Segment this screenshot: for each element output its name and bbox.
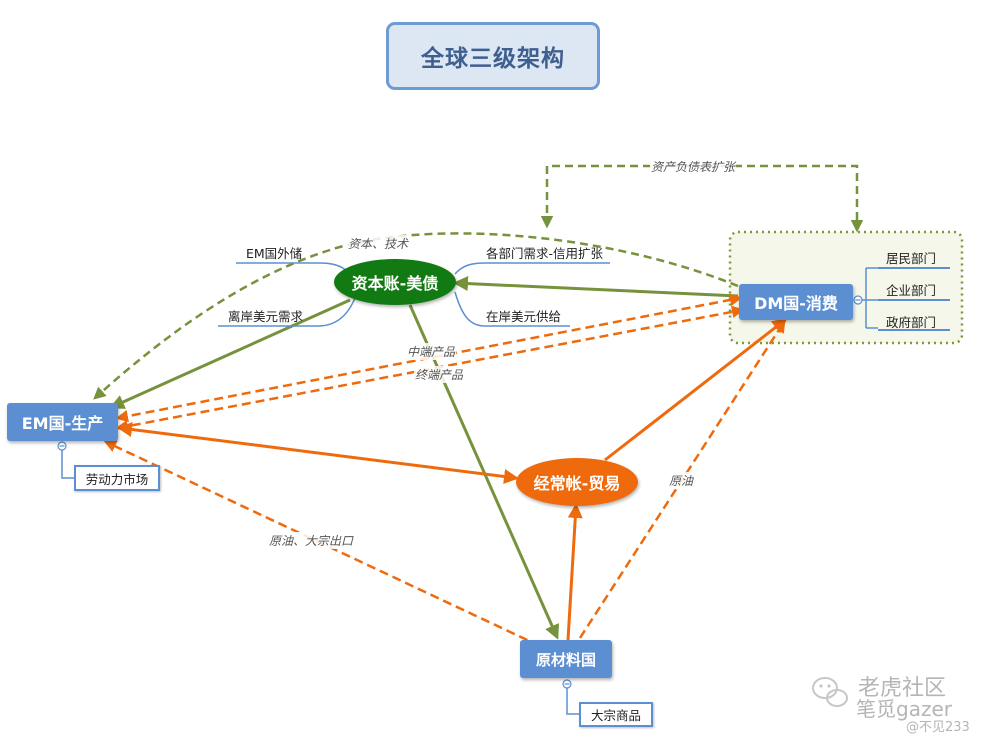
edge-balance-sheet [540,164,864,233]
dm-sector-government: 政府部门 [886,315,937,330]
edge-dm-to-capital [453,276,739,298]
edge-em-current-account [117,422,519,484]
leaf-onshore-usd-supply: 在岸美元供给 [486,309,562,324]
label-final-products: 终端产品 [414,366,465,383]
edge-raw-to-current [566,503,583,641]
node-current-account[interactable]: 经常帐-贸易 [516,458,638,506]
leaf-sector-demand-credit: 各部门需求-信用扩张 [486,246,604,261]
page-title: 全球三级架构 [386,22,600,90]
leaf-line-em-reserves [236,262,353,279]
label-capital-technology: 资本、技术 [347,235,410,252]
label-crude-oil: 原油 [668,472,695,489]
watermark-line-2: 笔觅gazer [856,697,952,721]
wechat-icon [812,677,848,707]
leaf-line-sector-demand [454,262,610,275]
watermark-line-1: 老虎社区 [858,676,947,701]
dm-sector-corporate: 企业部门 [886,283,937,298]
node-dm-consumption[interactable]: DM国-消费 [739,284,853,320]
node-em-production[interactable]: EM国-生产 [7,403,118,441]
node-capital-account[interactable]: 资本账-美债 [334,259,456,305]
dm-sector-household: 居民部门 [886,251,937,266]
edge-final-products [115,305,745,433]
raw-sub-connector [566,680,579,715]
edge-current-to-dm [604,318,788,462]
label-balance-sheet-expansion: 资产负债表扩张 [650,158,737,175]
sub-labor-market: 劳动力市场 [74,465,160,491]
watermark-line-3: @不见233 [906,720,970,735]
sub-bulk-commodities: 大宗商品 [579,702,653,727]
leaf-em-reserves: EM国外储 [246,246,303,261]
node-raw-material[interactable]: 原材料国 [520,640,612,678]
label-intermediate-products: 中端产品 [406,343,457,360]
leaf-offshore-usd-demand: 离岸美元需求 [228,309,304,324]
em-sub-connector [61,442,74,479]
label-crude-bulk-export: 原油、大宗出口 [268,532,355,549]
